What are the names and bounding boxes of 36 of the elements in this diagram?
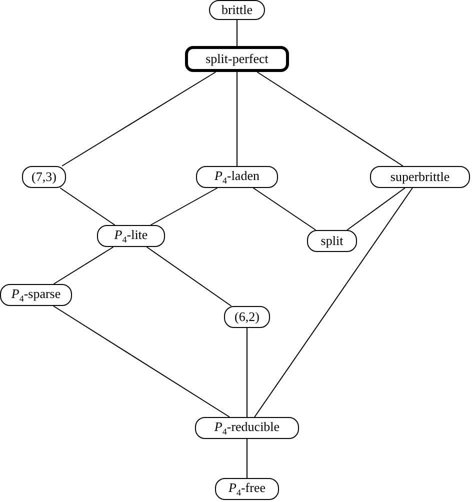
node-label: superbrittle [390, 169, 450, 185]
node-label: (6,2) [234, 309, 260, 325]
node-label: split-perfect [206, 51, 268, 67]
node-label: P$_{4}$-lite [114, 227, 148, 245]
connector-line [254, 188, 413, 418]
connector-line [62, 72, 216, 166]
connector-line [246, 328, 248, 418]
rounded-node-box [97, 225, 165, 247]
node-label: split [320, 233, 344, 249]
node-label: P$_{4}$-laden [214, 168, 260, 186]
connector-line [150, 188, 218, 226]
node-label: (7,3) [32, 169, 56, 185]
connector-line [52, 306, 230, 418]
node-label: P$_{4}$-free [228, 480, 266, 498]
rounded-node-box [195, 417, 299, 439]
connector-line [60, 188, 116, 226]
node-label: brittle [221, 2, 253, 18]
rounded-node-box [185, 46, 289, 72]
connector-line [252, 188, 316, 230]
rounded-node-box [215, 478, 279, 500]
rounded-node-box [209, 0, 265, 20]
rounded-node-box [196, 166, 278, 188]
connector-line [146, 246, 232, 306]
node-label: P$_{4}$-sparse [11, 286, 61, 304]
rounded-node-box [370, 166, 470, 188]
connector-line [236, 72, 238, 166]
connector-line [236, 20, 238, 46]
connector-line [346, 188, 406, 230]
rounded-node-box [307, 230, 357, 252]
rounded-node-box [0, 284, 72, 306]
connector-line [53, 246, 114, 284]
rounded-node-box [224, 306, 270, 328]
connector-line [246, 438, 248, 478]
rounded-node-box [22, 166, 66, 188]
node-label: P$_{4}$-reducible [214, 419, 280, 437]
connector-line [256, 72, 404, 166]
